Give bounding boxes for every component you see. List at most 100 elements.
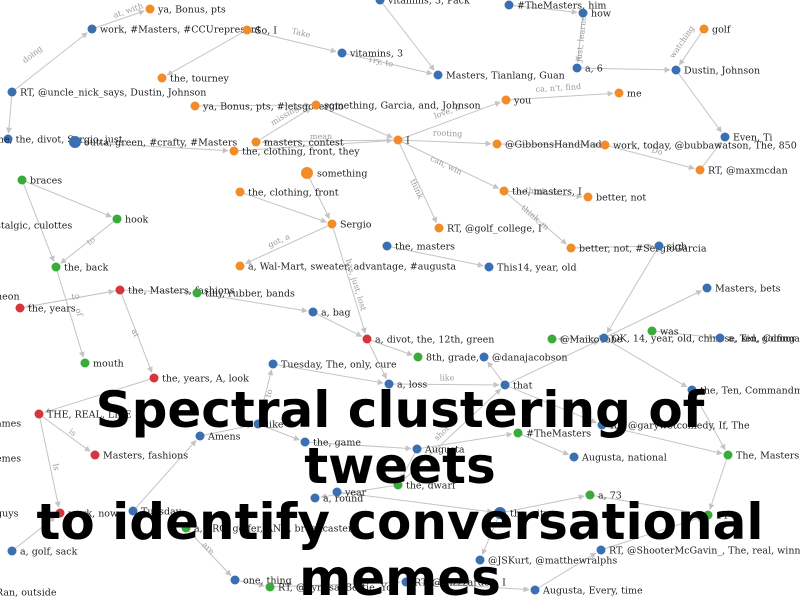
graph-node: the, Masters, fashions xyxy=(115,285,235,297)
graph-edge xyxy=(534,552,597,591)
node-label: a, round xyxy=(323,494,363,505)
node-label: the, back xyxy=(64,263,109,274)
node-label: ya, Bonus, pts xyxy=(157,5,226,16)
node-dot xyxy=(34,409,44,419)
graph-edge xyxy=(166,29,248,76)
node-label: year xyxy=(344,488,367,499)
graph-node: the, masters, I xyxy=(499,186,582,198)
node-label: vitamins, 3, Pack xyxy=(387,0,470,7)
edge-label: think xyxy=(408,178,425,201)
graph-node: braces xyxy=(17,175,62,187)
edge-label: can, win xyxy=(429,154,464,177)
node-dot xyxy=(600,140,610,150)
graph-edge xyxy=(21,179,55,262)
node-label: Augusta, national xyxy=(581,453,667,464)
graph-node: a, divot, the, 12th, green xyxy=(362,334,494,346)
graph-node: tiny, rubber, bands xyxy=(192,288,295,300)
graph-edge xyxy=(194,102,311,109)
graph-edge xyxy=(5,91,13,134)
graph-edge xyxy=(481,512,501,556)
graph-edge xyxy=(185,527,232,577)
node-label: Augusta xyxy=(424,445,465,456)
node-label: Masters, Tianlang, Guan xyxy=(446,71,565,82)
graph-node: the, clothing, front xyxy=(235,187,339,199)
node-label: The, Masters, I xyxy=(736,451,800,462)
graph-node: stalgic, culottes xyxy=(0,221,72,232)
graph-edge xyxy=(557,335,605,342)
node-label: 14 xyxy=(716,511,728,522)
graph-node: ya, Bonus, pts, #letsgosergio xyxy=(190,101,344,113)
node-label: sigh xyxy=(667,242,687,253)
graph-node: a, Ten, Command xyxy=(715,333,800,345)
node-label: a, divot, the, 12th, green xyxy=(375,335,494,346)
graph-edge xyxy=(508,4,578,15)
graph-edge xyxy=(691,389,726,451)
edge-label: rooting xyxy=(433,128,463,138)
graph-edge xyxy=(239,191,327,224)
node-label: I xyxy=(406,136,410,147)
node-label: the, game xyxy=(313,438,361,449)
node-label: Dustin, Johnson xyxy=(684,66,760,77)
node-dot xyxy=(393,135,403,145)
node-dot xyxy=(253,419,263,429)
node-dot xyxy=(235,187,245,197)
graph-edge xyxy=(397,139,437,224)
node-dot xyxy=(3,134,13,144)
node-dot xyxy=(7,87,17,97)
node-label: So, I xyxy=(255,26,277,37)
graph-edge xyxy=(499,494,585,514)
node-dot xyxy=(268,359,278,369)
graph-edge xyxy=(55,266,85,358)
edge-label: like xyxy=(440,373,455,382)
graph-node: masters, contest xyxy=(251,137,344,149)
graph-edges xyxy=(5,0,729,593)
graph-edge xyxy=(257,423,300,441)
node-dot xyxy=(112,214,122,224)
node-label: tiny, rubber, bands xyxy=(205,289,295,300)
node-label: a, loss xyxy=(397,380,427,391)
node-dot xyxy=(87,24,97,34)
node-dot xyxy=(300,437,310,447)
graph-edge xyxy=(600,515,703,551)
graph-edge xyxy=(603,337,688,388)
node-dot xyxy=(80,358,90,368)
node-label: Amens xyxy=(207,432,241,443)
graph-edge xyxy=(397,139,500,189)
graph-node: Tuesday, The, only, cure xyxy=(268,359,397,371)
graph-node: @JSKurt, @matthewralphs xyxy=(475,555,617,567)
graph-edge xyxy=(60,218,118,264)
graph-node: So, I xyxy=(242,25,277,37)
node-label: work, #Masters, #CCUrepresent xyxy=(100,25,261,36)
graph-edge xyxy=(397,388,502,486)
graph-node: Masters, Tianlang, Guan xyxy=(433,70,565,82)
graph-node: @danajacobson xyxy=(479,352,567,364)
graph-node: ames xyxy=(0,419,21,430)
node-label: a, golf, sack xyxy=(20,547,78,558)
node-dot xyxy=(15,303,25,313)
edge-label: at xyxy=(130,328,142,339)
node-label: guys xyxy=(0,509,19,520)
graph-edge xyxy=(119,289,153,373)
graph-node: The, Masters, I xyxy=(723,450,800,462)
graph-edge xyxy=(244,223,333,264)
graph-node: Sergio xyxy=(327,219,372,231)
node-label: @JSKurt, @matthewralphs xyxy=(488,556,617,567)
graph-node: the, years, A, look xyxy=(149,373,249,385)
node-dot xyxy=(393,480,403,490)
node-label: the, Masters, fashions xyxy=(128,286,235,297)
node-label: emes xyxy=(0,454,21,465)
node-dot xyxy=(578,8,588,18)
node-label: @GibbonsHandMade xyxy=(505,140,608,151)
graph-edge xyxy=(589,494,703,517)
node-label: vitamins, 3 xyxy=(349,49,403,60)
node-dot xyxy=(149,373,159,383)
node-dot xyxy=(585,490,595,500)
node-label: stalgic, culottes xyxy=(0,221,72,232)
node-dot xyxy=(311,100,321,110)
graph-node: Tuesday xyxy=(128,506,182,518)
graph-node: golf xyxy=(699,24,732,36)
node-dot xyxy=(599,333,609,343)
graph-edge xyxy=(38,413,91,452)
node-dot xyxy=(384,379,394,389)
